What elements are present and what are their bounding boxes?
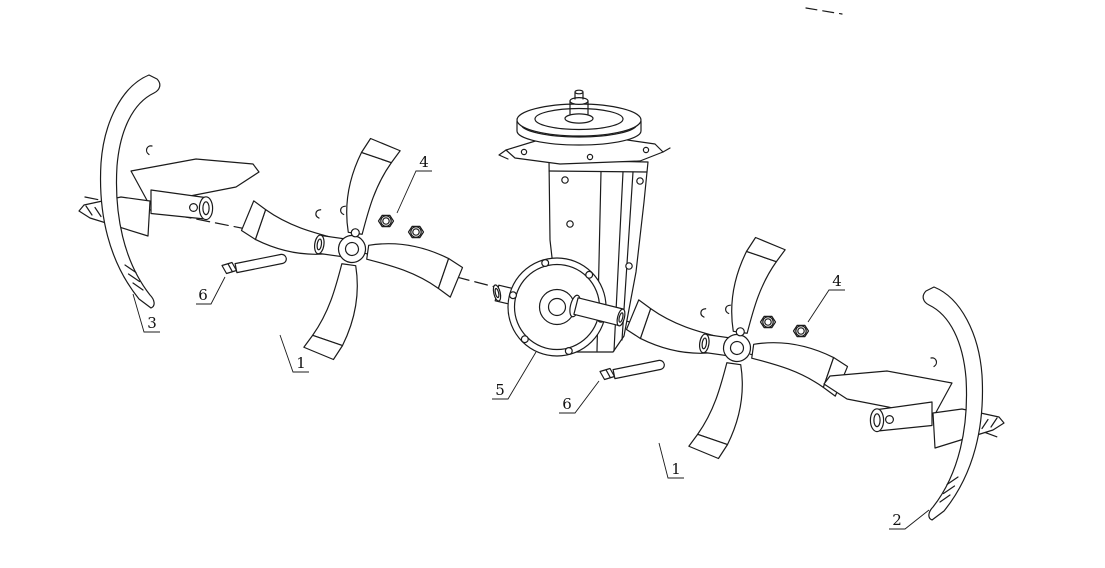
callout-label-6-right: 6	[562, 395, 572, 413]
leader-4-right	[807, 289, 845, 323]
drawing-root	[78, 7, 1005, 521]
tine-wheel-left	[226, 123, 479, 376]
bolt-right	[599, 359, 665, 381]
leader-1-right	[658, 442, 684, 479]
leader-5	[492, 351, 537, 400]
callout-label-1-left: 1	[296, 354, 306, 372]
outer-blade-left	[78, 74, 260, 309]
nut-left-a	[377, 214, 395, 228]
callout-label-3: 3	[147, 314, 157, 332]
leader-6-right	[559, 380, 600, 414]
nut-right-a	[759, 315, 777, 329]
nut-right-b	[792, 324, 810, 338]
stray-dash-mark	[805, 7, 843, 15]
callout-label-2: 2	[892, 511, 902, 529]
bolt-left	[221, 253, 287, 275]
leader-4-left	[396, 170, 432, 214]
callout-label-4-right: 4	[832, 272, 842, 290]
callout-label-5: 5	[495, 381, 505, 399]
callout-label-1-right: 1	[671, 460, 681, 478]
outer-blade-right	[823, 286, 1005, 521]
callout-label-4-left: 4	[419, 153, 429, 171]
callout-label-6-left: 6	[198, 286, 208, 304]
leader-6-left	[196, 276, 226, 305]
tine-wheel-right	[611, 222, 864, 475]
leader-3	[132, 293, 160, 333]
gearbox	[492, 89, 671, 357]
callouts: 3 6 1 4 5 6 1 4 2	[132, 153, 930, 530]
leader-2	[889, 509, 930, 530]
nut-left-b	[407, 225, 425, 239]
leader-1-left	[279, 334, 309, 373]
